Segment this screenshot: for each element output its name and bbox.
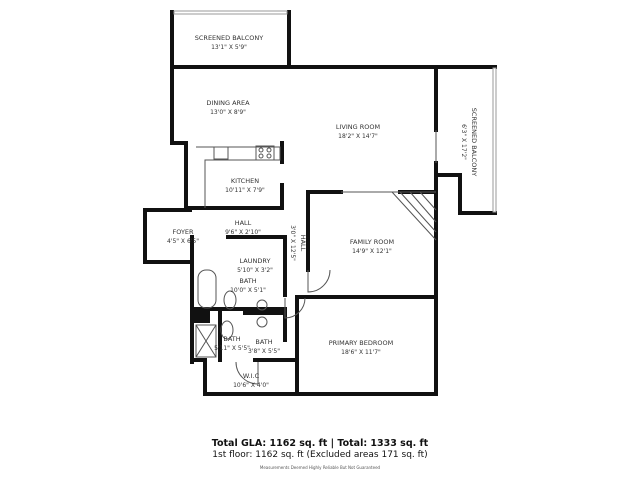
room-size: 13'0" X 8'9" [210,109,246,116]
stairs [391,191,437,241]
room-name: DINING AREA [206,99,250,107]
room-name: BATH [223,335,240,343]
toilet [223,290,237,310]
disclaimer: Measurements Deemed Highly Reliable But … [259,465,381,470]
room-size: 14'9" X 12'1" [352,248,392,255]
room-name: W.I.C [243,372,260,380]
room-size: 4'5" X 6'5" [167,238,199,245]
room-size: 10'0" X 5'1" [230,287,266,294]
room-name: LIVING ROOM [336,123,380,131]
room-size: 18'6" X 11'7" [341,349,381,356]
toilet [220,320,234,340]
room-size: 3'0" X 12'5" [289,225,296,261]
room-size: 5'10" X 3'2" [237,267,273,274]
room-name: HALL [235,219,252,227]
shower [195,324,217,358]
room-name: PRIMARY BEDROOM [329,339,393,347]
room-size: 10'11" X 7'9" [225,187,265,194]
sink [256,316,268,328]
column [192,309,210,323]
room-name: SCREENED BALCONY [470,108,478,176]
room-size: 3'8" X 5'5" [248,348,280,355]
room-size: 18'2" X 14'7" [338,133,378,140]
room-name: BATH [255,338,272,346]
room-name: FAMILY ROOM [350,238,394,246]
room-size: 13'1" X 5'9" [211,44,247,51]
walls [143,10,497,396]
room-size: 10'6" X 4'0" [233,382,269,389]
room-name: KITCHEN [231,177,259,185]
room-name: SCREENED BALCONY [195,34,263,42]
room-size: 5'11" X 5'5" [214,345,250,352]
floor-area: 1st floor: 1162 sq. ft (Excluded areas 1… [212,450,428,460]
room-size: 9'6" X 2'10" [225,229,261,236]
room-name: BATH [239,277,256,285]
total-area: Total GLA: 1162 sq. ft | Total: 1333 sq.… [211,438,429,449]
room-name: LAUNDRY [240,257,271,265]
bathtub [197,269,217,309]
sink [256,299,268,311]
room-size: 6'3" X 17'2" [460,124,467,160]
room-labels: SCREENED BALCONY 13'1" X 5'9" DINING ARE… [167,34,478,389]
room-name: HALL [299,235,307,252]
kitchen-counter [196,145,281,208]
room-name: FOYER [172,228,194,236]
